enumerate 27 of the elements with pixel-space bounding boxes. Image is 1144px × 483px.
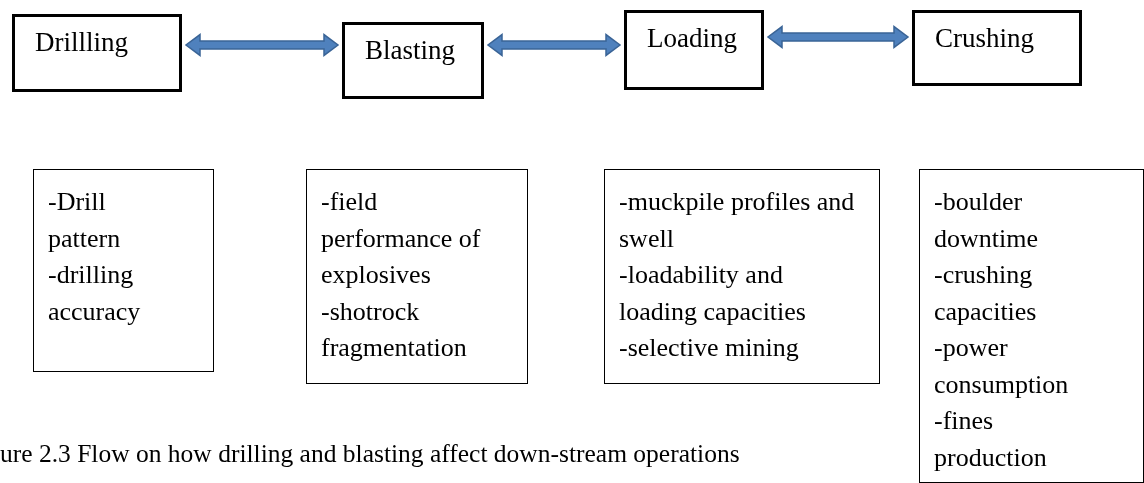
process-box — [624, 10, 764, 90]
process-label: Loading — [647, 23, 737, 53]
note-box — [919, 169, 1144, 483]
double-arrow — [766, 25, 910, 49]
note-text: -loadability and loading capacities — [619, 259, 807, 328]
process-box — [12, 14, 182, 92]
note-text: -power consumption — [934, 332, 1070, 401]
double-arrow — [486, 33, 622, 57]
note-text: -fines production — [934, 405, 1048, 474]
note-text: -muckpile profiles and swell — [619, 186, 856, 255]
figure-caption: ure 2.3 Flow on how drilling and blasting affect down-stream operations — [0, 439, 740, 469]
note-text: -crushing capacities — [934, 259, 1038, 328]
process-box — [342, 22, 484, 99]
process-label: Drillling — [35, 27, 128, 57]
note-box — [33, 169, 214, 372]
process-label: Blasting — [365, 35, 455, 65]
note-text: -drilling accuracy — [48, 259, 142, 328]
note-text: -Drill pattern — [48, 186, 122, 255]
process-label: Crushing — [935, 23, 1034, 53]
process-box — [912, 10, 1082, 86]
note-text: -field performance of explosives — [321, 186, 482, 291]
note-text: -shotrock fragmentation — [321, 295, 468, 364]
note-box — [604, 169, 880, 384]
note-text: -selective mining — [619, 332, 800, 364]
note-box — [306, 169, 528, 384]
double-arrow — [184, 33, 340, 57]
note-text: -boulder downtime — [934, 186, 1039, 255]
